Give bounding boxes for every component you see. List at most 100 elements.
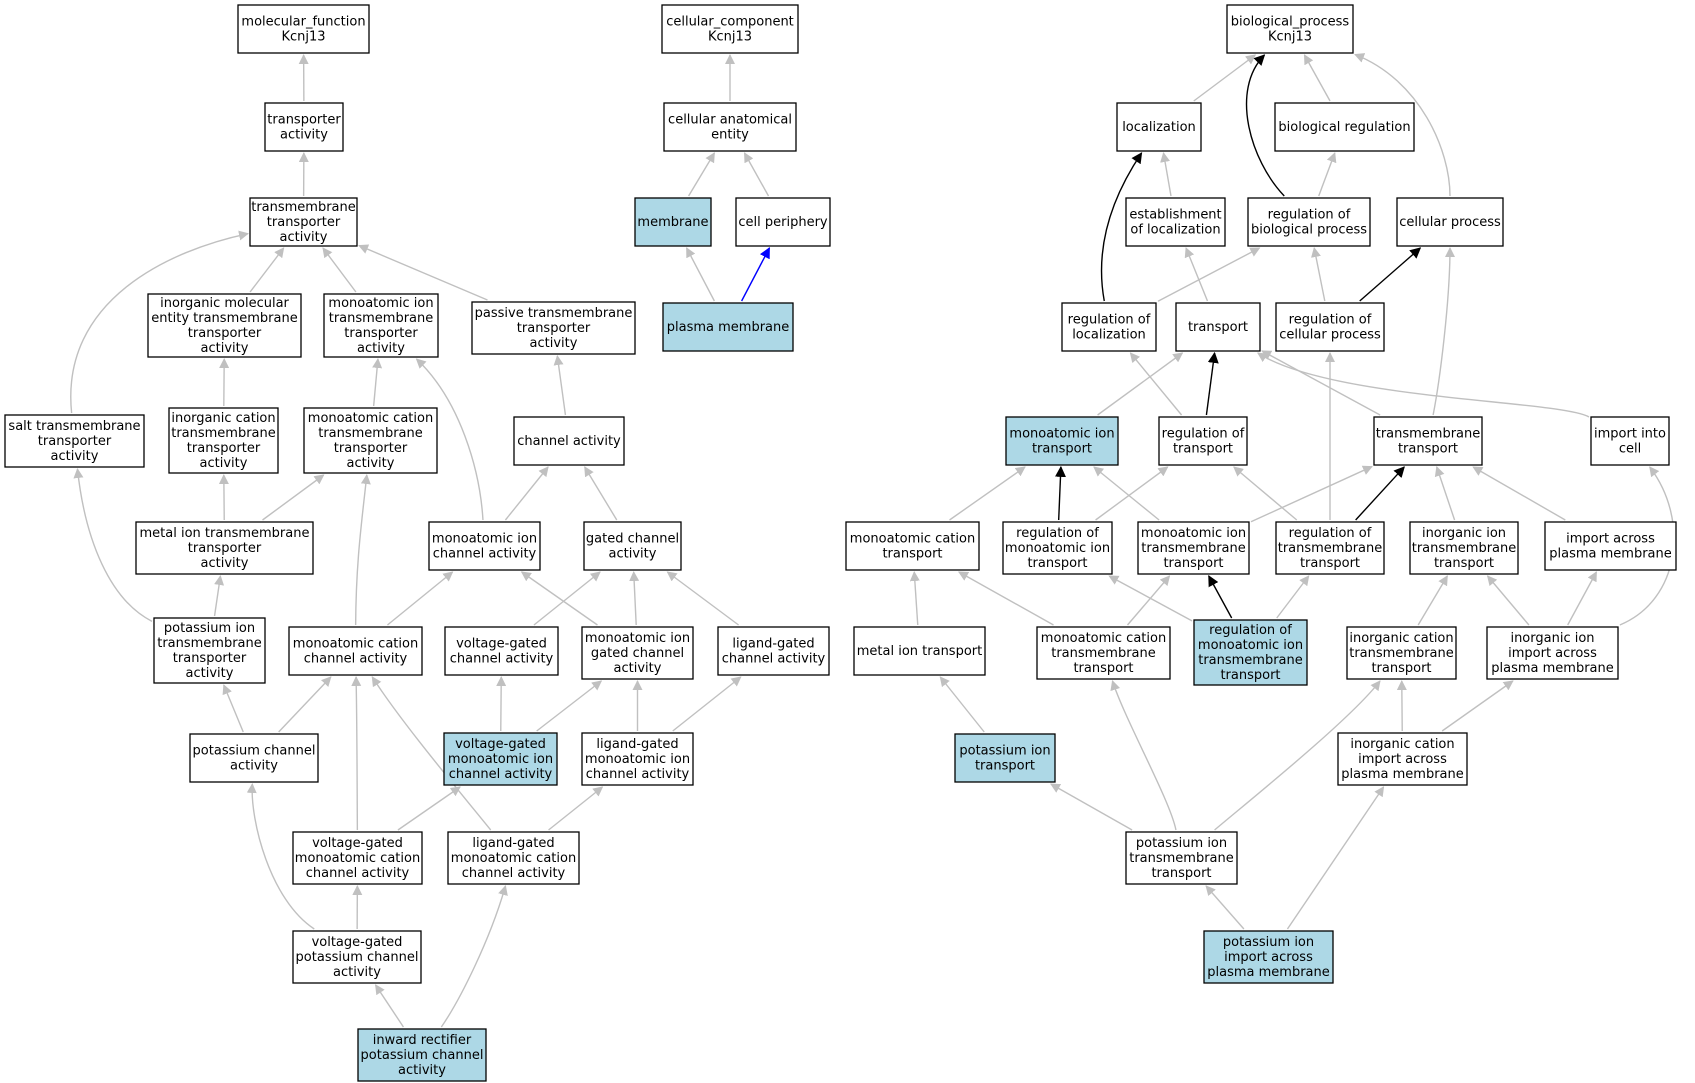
- edge-establishment_localization-to-localization: [1160, 152, 1172, 197]
- node-label-line: entity transmembrane: [151, 311, 297, 326]
- node-label-line: inorganic molecular: [160, 296, 289, 311]
- node-label-line: potassium ion: [1223, 935, 1314, 950]
- node-label-line: transmembrane: [1349, 646, 1454, 661]
- edge-monoatomic_ion_transport-to-transport: [1097, 352, 1184, 416]
- node-box: [1005, 416, 1119, 466]
- node-label-line: inorganic ion: [1422, 526, 1506, 541]
- node-label-line: transmembrane: [157, 636, 262, 651]
- node-plasma_membrane[interactable]: plasma membrane: [662, 302, 794, 352]
- edge-transmembrane_transport-to-transport: [1261, 350, 1381, 416]
- edge-import_into_cell-to-transport: [1257, 352, 1590, 418]
- edge-plasma_membrane-to-cell_periphery: [740, 247, 771, 302]
- node-label-line: potassium ion: [1136, 836, 1227, 851]
- edge-regulation_biological_process-to-biological_regulation: [1318, 152, 1337, 197]
- node-label-line: monoatomic cation: [293, 637, 418, 652]
- node-cellular_process[interactable]: cellular process: [1396, 197, 1504, 247]
- node-label-line: plasma membrane: [1549, 547, 1672, 562]
- edge-vg_monoatomic_cation_channel-to-monoatomic_cation_channel: [351, 676, 362, 831]
- node-label-line: transporter: [188, 326, 262, 341]
- node-label-line: transporter: [188, 541, 262, 556]
- node-transport[interactable]: transport: [1175, 302, 1261, 352]
- node-potassium_ion_tm_transporter[interactable]: potassium iontransmembranetransporteract…: [153, 617, 266, 684]
- edge-lg_monoatomic_ion_channel-to-ligand_gated_channel: [672, 676, 742, 732]
- node-label-line: activity: [609, 547, 657, 562]
- node-label-line: activity: [280, 230, 328, 245]
- node-biological_regulation[interactable]: biological regulation: [1274, 102, 1415, 152]
- edge-regulation_localization-to-localization: [1100, 152, 1143, 302]
- node-box: [447, 831, 580, 885]
- node-label-line: activity: [201, 341, 249, 356]
- node-metal_ion_tm_transporter[interactable]: metal ion transmembranetransporteractivi…: [135, 521, 314, 575]
- node-box: [1486, 626, 1619, 680]
- node-localization[interactable]: localization: [1116, 102, 1202, 152]
- node-box: [1337, 732, 1468, 786]
- edge-regulation_cellular_process-to-cellular_process: [1359, 247, 1422, 302]
- node-label-line: activity: [357, 341, 405, 356]
- edge-regulation_biological_process-to-bp_root: [1245, 54, 1285, 197]
- edge-monoatomic_ion_gated_channel-to-monoatomic_ion_channel: [520, 571, 598, 626]
- node-label-line: monoatomic ion: [1009, 427, 1114, 442]
- node-label-line: metal ion transmembrane: [140, 526, 310, 541]
- node-label-line: localization: [1122, 120, 1196, 135]
- node-box: [292, 831, 423, 885]
- node-box: [1061, 302, 1157, 352]
- edge-monoatomic_cation_channel-to-monoatomic_ion_channel: [387, 571, 454, 626]
- node-membrane[interactable]: membrane: [634, 197, 712, 247]
- node-label-line: cellular process: [1399, 215, 1501, 230]
- node-monoatomic_cation_tm_transporter[interactable]: monoatomic cationtransmembranetransporte…: [303, 407, 438, 474]
- node-monoatomic_ion_tm_transporter[interactable]: monoatomic iontransmembranetransporterac…: [323, 293, 439, 358]
- node-channel_activity[interactable]: channel activity: [513, 416, 625, 466]
- node-inorg_cation_tm_transporter[interactable]: inorganic cationtransmembranetransporter…: [168, 407, 279, 474]
- node-box: [4, 414, 145, 468]
- node-label-line: monoatomic ion: [448, 752, 553, 767]
- node-label-line: establishment: [1129, 208, 1221, 223]
- node-box: [1247, 197, 1371, 247]
- node-cell_periphery[interactable]: cell periphery: [735, 197, 831, 247]
- node-metal_ion_transport[interactable]: metal ion transport: [853, 626, 986, 676]
